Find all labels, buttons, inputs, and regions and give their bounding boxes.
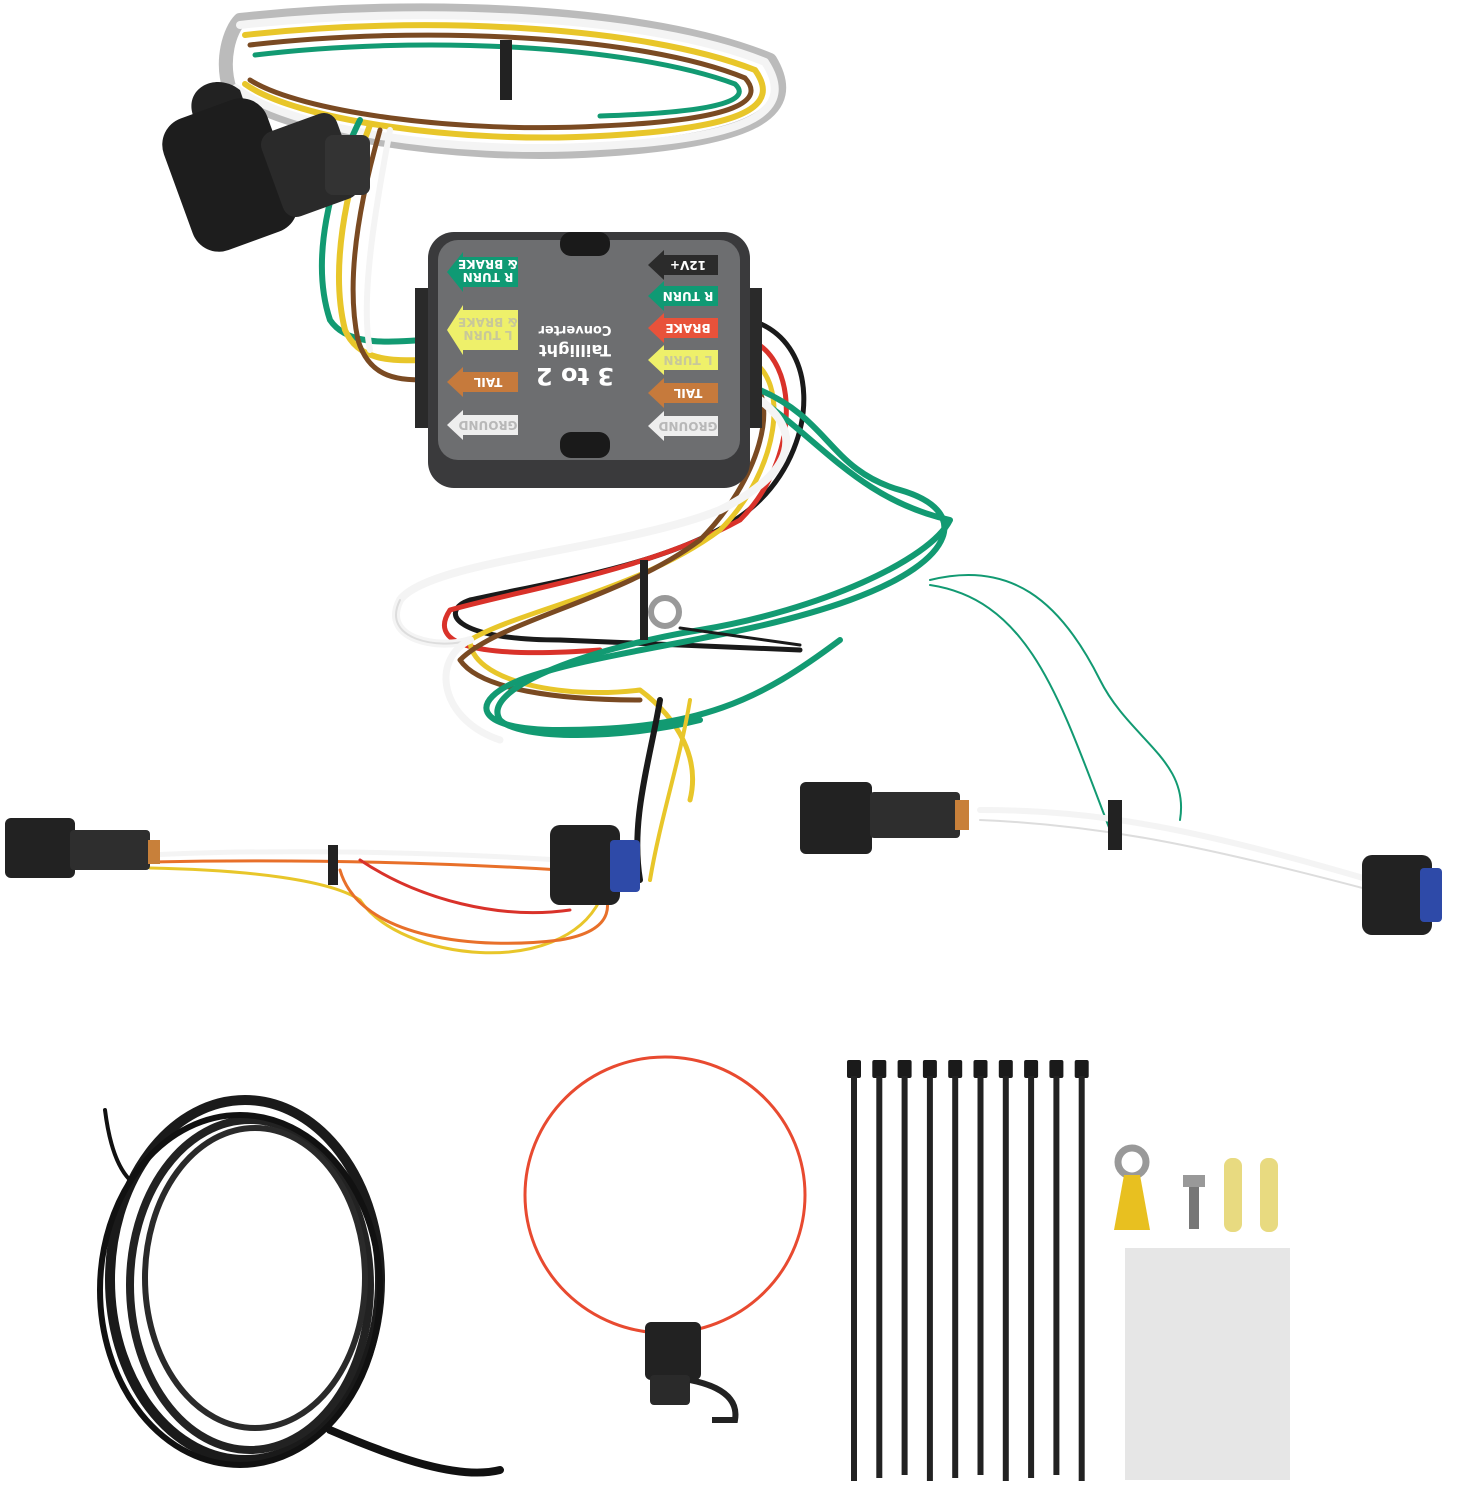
butt-connector — [1224, 1158, 1242, 1232]
adhesive-pad — [1125, 1248, 1290, 1480]
wire-label: R TURN — [648, 281, 718, 311]
converter-subtitle: Taillight — [539, 341, 611, 360]
cable-tie-head — [1049, 1060, 1064, 1078]
label-arrow — [447, 410, 518, 440]
cable-tie — [1002, 1076, 1009, 1481]
wire-label-text: L TURN — [663, 353, 712, 367]
cable-tie-head — [922, 1060, 937, 1078]
wire-label: GROUND — [648, 411, 718, 441]
converter-subtitle: Converter — [538, 322, 611, 337]
wire-label-text: & BRAKE — [458, 315, 518, 329]
wire-label: BRAKE — [648, 313, 718, 343]
cable-tie — [1028, 1076, 1035, 1478]
wire-label: L TURN — [648, 345, 718, 375]
mount-slot — [560, 232, 610, 256]
cable-tie — [952, 1076, 959, 1478]
butt-connector — [1260, 1158, 1278, 1232]
wire-label: 12V+ — [648, 250, 718, 280]
plug-connector — [5, 818, 75, 878]
cable-tie — [926, 1076, 933, 1481]
cable-tie — [1078, 1076, 1085, 1481]
inline-fuse-holder — [523, 1055, 807, 1423]
cable-tie — [977, 1076, 984, 1475]
small-hardware — [1114, 1144, 1290, 1480]
ring-terminal — [1114, 1144, 1150, 1180]
wire-label: GROUND — [447, 410, 518, 440]
cable-tie-head — [1024, 1060, 1039, 1078]
label-arrow — [648, 378, 718, 408]
plug-connector — [800, 782, 872, 854]
cable-tie-head — [948, 1060, 963, 1078]
screw — [1183, 1175, 1205, 1187]
wire-label: R TURN& BRAKE — [447, 252, 518, 292]
wire-label-text: R TURN — [663, 289, 714, 303]
wire-label-text: TAIL — [473, 375, 502, 389]
wire-label: TAIL — [648, 378, 718, 408]
socket-connector — [550, 825, 620, 905]
cable-tie-head — [1074, 1060, 1089, 1078]
wire-label: TAIL — [447, 367, 518, 397]
wire-label-text: 12V+ — [670, 258, 706, 272]
cable-tie — [1053, 1076, 1060, 1475]
cable-tie-head — [897, 1060, 912, 1078]
ring-terminal — [648, 595, 682, 629]
wire-label-text: R TURN — [463, 270, 514, 284]
cable-tie — [851, 1076, 857, 1481]
converter-title: 3 to 2 — [536, 362, 614, 390]
black-power-wire-coil — [97, 1095, 504, 1477]
label-arrow — [648, 281, 718, 311]
wire-label-text: GROUND — [458, 418, 517, 432]
label-arrow — [447, 367, 518, 397]
wire-label-text: BRAKE — [665, 321, 710, 335]
wire-label-text: L TURN — [463, 328, 512, 342]
socket-connector — [1362, 855, 1432, 935]
cable-tie-head — [973, 1060, 988, 1078]
cable-tie — [901, 1076, 908, 1475]
cable-tie — [876, 1076, 883, 1478]
cable-ties — [847, 1060, 1089, 1481]
label-arrow — [648, 411, 718, 441]
label-arrow — [648, 313, 718, 343]
label-arrow — [648, 345, 718, 375]
wire-label: L TURN& BRAKE — [447, 305, 518, 355]
wire-label-text: GROUND — [658, 419, 717, 433]
top-4-way-connector — [162, 81, 370, 252]
wire-label-text: TAIL — [673, 386, 702, 400]
label-arrow — [648, 250, 718, 280]
cable-tie-head — [847, 1060, 861, 1078]
label-arrow — [447, 305, 518, 355]
label-arrow — [447, 252, 518, 292]
cable-tie-head — [998, 1060, 1013, 1078]
cable-tie — [500, 40, 512, 100]
wire-label-text: & BRAKE — [458, 257, 518, 271]
right-taillight-harness — [800, 782, 1442, 935]
left-taillight-harness — [5, 697, 692, 955]
mount-slot — [560, 432, 610, 458]
cable-tie-head — [872, 1060, 887, 1078]
